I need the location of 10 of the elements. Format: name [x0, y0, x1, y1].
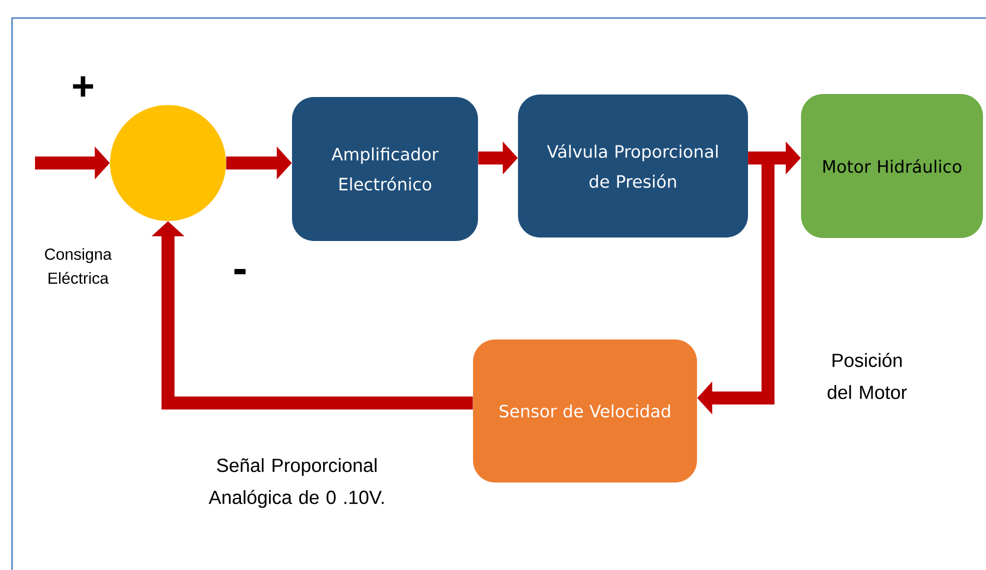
- process-box: Motor Hidráulico: [801, 94, 983, 238]
- signal-label: Posición del Motor: [828, 352, 907, 400]
- process-box: Sensor de Velocidad: [473, 339, 697, 482]
- summing-junction: [110, 105, 226, 221]
- plus-sign: +: [73, 76, 94, 97]
- signal-label: Señal Proporcional Analógica de 0 .10V.: [208, 458, 384, 508]
- process-box: Amplificador Electrónico: [292, 97, 478, 241]
- minus-sign: -: [234, 268, 246, 274]
- input-label: Consigna Eléctrica: [45, 248, 112, 284]
- process-box: Válvula Proporcional de Presión: [518, 94, 748, 238]
